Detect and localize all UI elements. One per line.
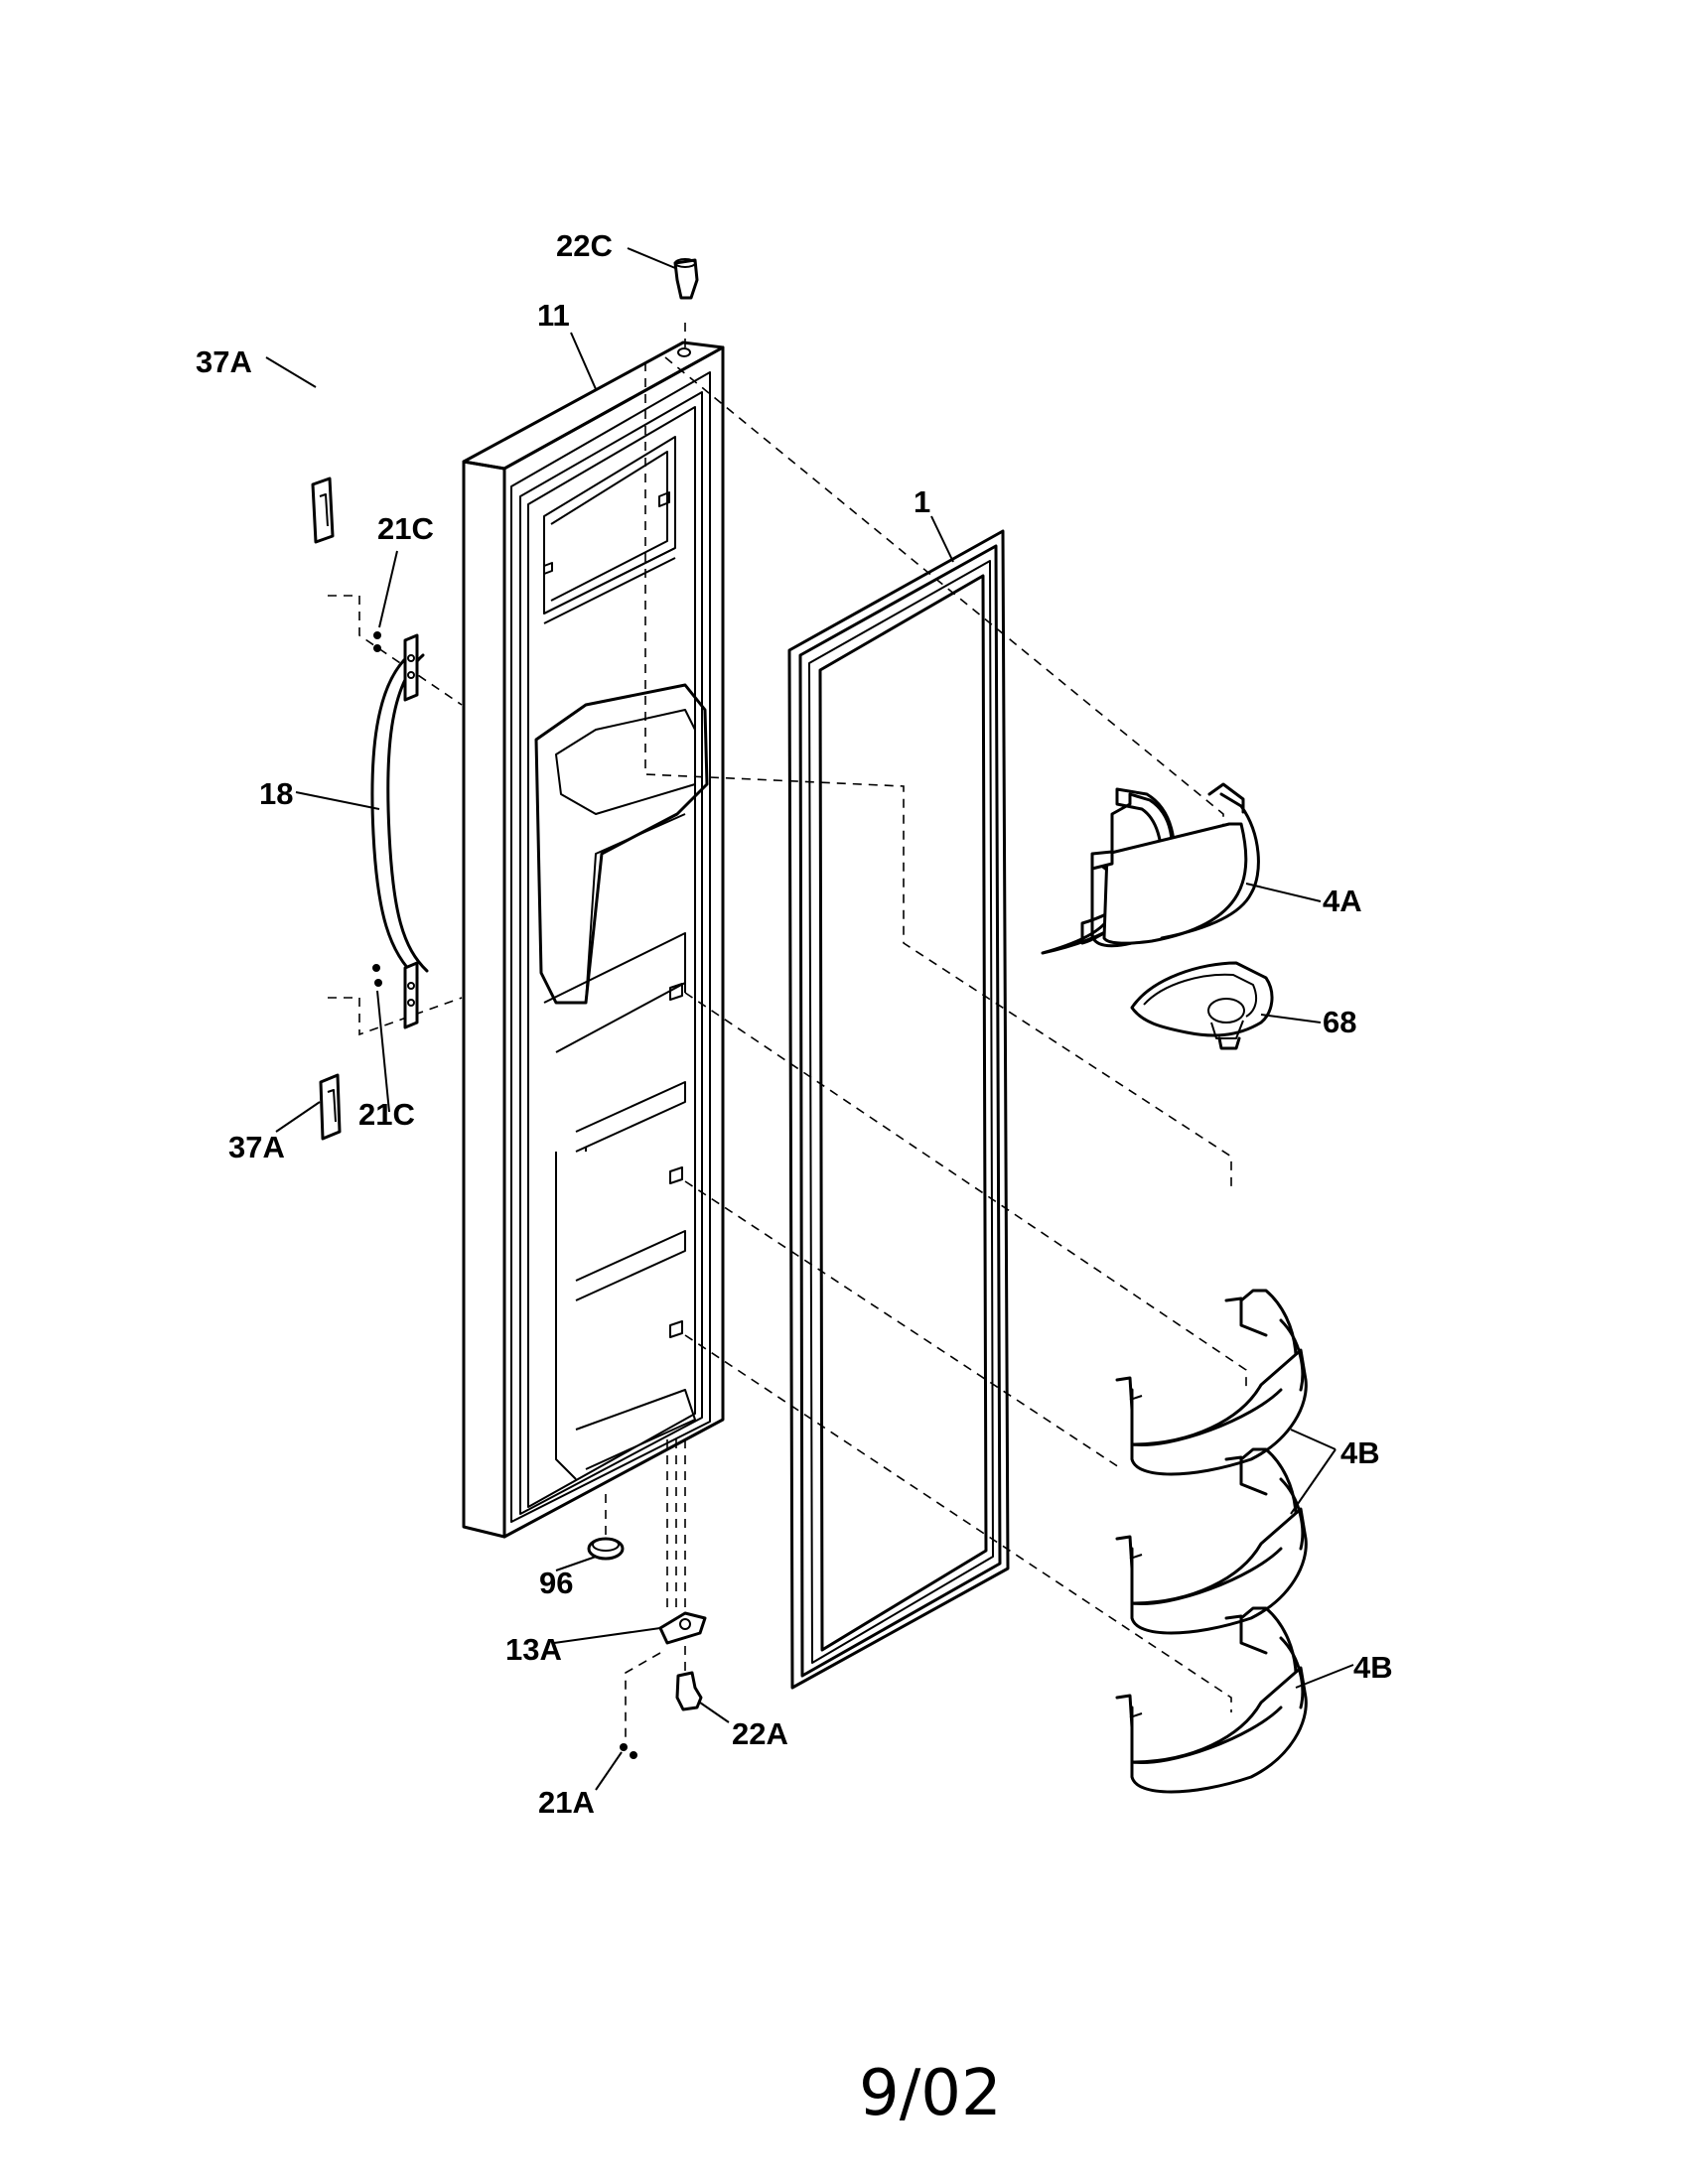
label-11: 11 (537, 298, 570, 333)
leader-lines (265, 247, 1354, 1791)
ice-chute-68 (1130, 961, 1274, 1050)
door-bin-4a (1041, 782, 1260, 955)
label-21a: 21A (538, 1785, 595, 1820)
label-4a: 4A (1323, 884, 1362, 918)
label-22c: 22C (556, 228, 613, 263)
label-21c-bottom: 21C (358, 1097, 415, 1132)
screws-21a (620, 1743, 637, 1759)
label-22a: 22A (732, 1716, 788, 1751)
callouts: 22C 11 37A 21C 1 18 4A 68 37A 21C 4B 4B … (196, 228, 1393, 1820)
door-assembly (462, 341, 725, 1539)
label-1: 1 (914, 484, 930, 519)
door-bin-4b-1 (1115, 1289, 1308, 1476)
label-18: 18 (259, 776, 293, 811)
plug-96 (587, 1537, 625, 1561)
label-37a-top: 37A (196, 344, 252, 379)
alignment-lines (328, 323, 1247, 1747)
door-bin-4b-3 (1115, 1606, 1308, 1794)
door-bin-4b-2 (1115, 1447, 1308, 1635)
hinge-pin-22a (675, 1671, 703, 1711)
label-4b-lower: 4B (1353, 1650, 1393, 1685)
hinge-pin-22c (673, 258, 699, 300)
label-96: 96 (539, 1566, 573, 1600)
revision-date: 9/02 (859, 2057, 1002, 2130)
label-21c-top: 21C (377, 511, 434, 546)
label-68: 68 (1323, 1005, 1356, 1039)
handle-assembly (311, 477, 429, 1141)
hinge-plate-13a (658, 1611, 707, 1645)
gasket-frame (787, 529, 1010, 1690)
label-13a: 13A (505, 1632, 562, 1667)
label-37a-bottom: 37A (228, 1130, 285, 1164)
label-4b-upper: 4B (1340, 1435, 1380, 1470)
